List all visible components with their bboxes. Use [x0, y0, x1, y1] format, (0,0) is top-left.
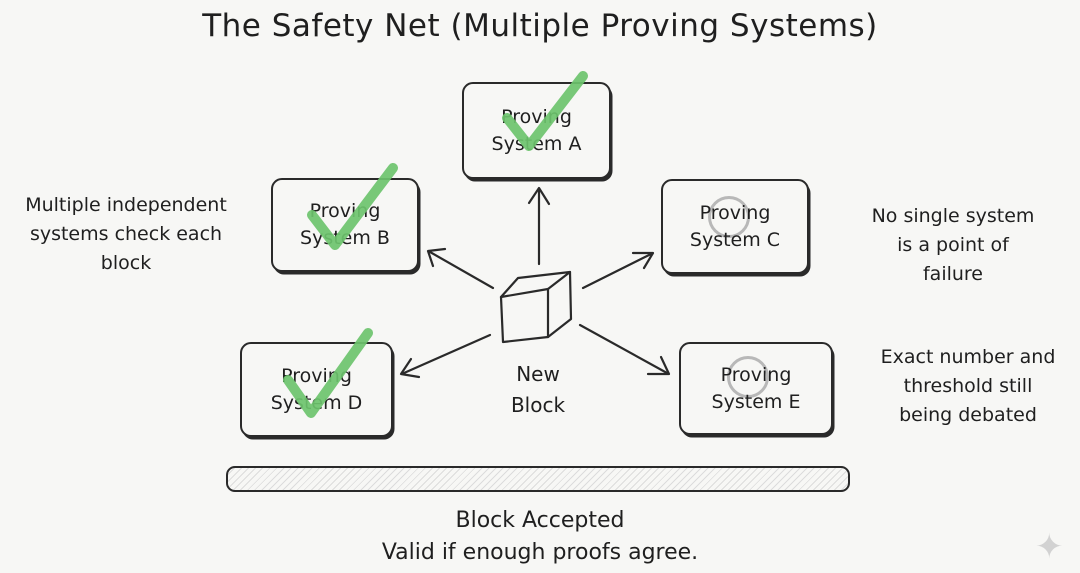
note-right-top-line1: No single system [871, 205, 1035, 227]
note-right-top-line3: failure [922, 263, 983, 285]
note-left-line1: Multiple independent [25, 194, 227, 216]
system-b-line2: System B [300, 227, 390, 249]
new-block-line2: Block [510, 393, 566, 417]
proving-system-a-box: Proving System A [462, 82, 611, 179]
arrow-to-system-b [426, 247, 495, 290]
arrow-to-system-a [527, 186, 551, 266]
proving-system-d-box: Proving System D [240, 342, 393, 437]
system-b-line1: Proving [309, 200, 381, 222]
note-left-line2: systems check each [29, 223, 223, 245]
system-d-line2: System D [270, 391, 363, 414]
proving-system-e-box: Proving System E [679, 342, 833, 435]
pending-circle-icon [727, 356, 769, 398]
note-left-line3: block [100, 252, 152, 274]
system-a-line2: System A [491, 132, 582, 155]
note-right-top: No single system is a point of failure [838, 202, 1068, 289]
footer-condition: Valid if enough proofs agree. [381, 540, 699, 565]
pending-circle-icon [708, 196, 750, 238]
arrow-to-system-e [578, 323, 671, 376]
system-a-line1: Proving [501, 105, 572, 128]
arrow-to-system-d [399, 333, 492, 379]
system-c-line2: System C [689, 228, 781, 251]
arrow-to-system-c [581, 251, 655, 290]
note-right-bottom: Exact number and threshold still being d… [856, 343, 1080, 430]
proving-system-b-box: Proving System B [271, 178, 419, 272]
system-d-line1: Proving [281, 364, 352, 387]
sparkle-icon: ✦ [1035, 527, 1064, 567]
footer-accepted: Block Accepted [455, 508, 625, 533]
system-e-line2: System E [711, 390, 801, 413]
system-e-line1: Proving [720, 363, 792, 386]
note-right-bottom-line2: threshold still [903, 375, 1033, 397]
note-right-bottom-line3: being debated [899, 404, 1037, 426]
note-right-bottom-line1: Exact number and [880, 346, 1056, 368]
note-right-top-line2: is a point of [897, 234, 1009, 256]
page-title: The Safety Net (Multiple Proving Systems… [202, 8, 878, 44]
new-block-label: New Block [488, 359, 588, 421]
cube-icon [499, 270, 573, 344]
acceptance-bar [226, 466, 850, 492]
note-left: Multiple independent systems check each … [0, 191, 252, 278]
new-block-line1: New [516, 362, 560, 386]
system-c-line1: Proving [699, 201, 771, 224]
proving-system-c-box: Proving System C [661, 179, 809, 274]
